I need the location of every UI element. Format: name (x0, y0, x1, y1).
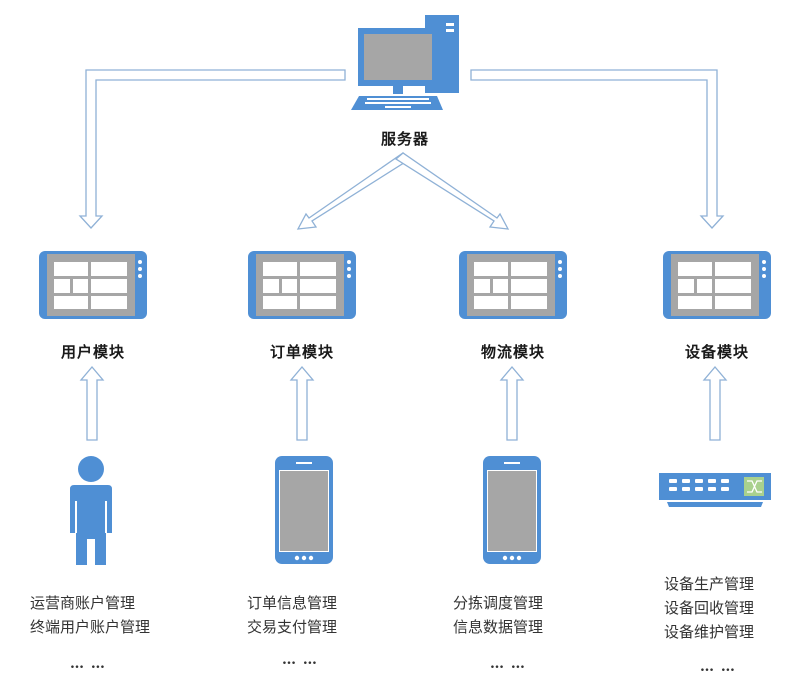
ellipsis-order: … … (282, 652, 318, 668)
server-node (345, 12, 465, 117)
user-source (62, 453, 122, 568)
network-switch-icon (659, 473, 771, 507)
tablet-icon (459, 251, 567, 319)
function-item: 交易支付管理 (247, 618, 338, 636)
desktop-computer-icon (351, 15, 459, 110)
module-label-device: 设备模块 (684, 343, 749, 361)
module-label-user: 用户模块 (60, 343, 125, 361)
function-item: 订单信息管理 (247, 594, 338, 612)
server-label: 服务器 (380, 130, 429, 148)
ellipsis-device: … … (700, 659, 736, 675)
arrow-phone-to-order-module (289, 365, 315, 441)
order-source (274, 455, 334, 565)
module-order (247, 250, 357, 320)
module-logistics (458, 250, 568, 320)
module-device (662, 250, 772, 320)
ellipsis-logistics: … … (490, 656, 526, 672)
function-item: 分拣调度管理 (453, 594, 544, 612)
module-label-logistics: 物流模块 (480, 343, 545, 361)
tablet-icon (39, 251, 147, 319)
function-item: 设备生产管理 (664, 575, 755, 593)
arrow-server-to-device-module (470, 69, 725, 229)
function-list-user: 运营商账户管理 终端用户账户管理 (30, 591, 150, 639)
arrow-server-to-logistics-module (394, 152, 510, 230)
logistics-source (482, 455, 542, 565)
ellipsis-user: … … (70, 656, 106, 672)
function-item: 运营商账户管理 (30, 594, 136, 612)
arrow-server-to-order-module (296, 152, 412, 230)
smartphone-icon (483, 456, 541, 564)
function-list-order: 订单信息管理 交易支付管理 (247, 591, 337, 639)
function-item: 信息数据管理 (453, 618, 544, 636)
device-source (658, 470, 773, 510)
tablet-icon (663, 251, 771, 319)
function-list-device: 设备生产管理 设备回收管理 设备维护管理 (664, 572, 754, 644)
function-item: 设备回收管理 (664, 599, 755, 617)
tablet-icon (248, 251, 356, 319)
arrow-phone-to-logistics-module (499, 365, 525, 441)
function-list-logistics: 分拣调度管理 信息数据管理 (453, 591, 543, 639)
smartphone-icon (275, 456, 333, 564)
module-label-order: 订单模块 (269, 343, 334, 361)
module-user (38, 250, 148, 320)
function-item: 终端用户账户管理 (30, 618, 151, 636)
arrow-user-to-user-module (79, 365, 105, 441)
arrow-server-to-user-module (78, 69, 346, 229)
person-icon (70, 456, 112, 565)
arrow-switch-to-device-module (702, 365, 728, 441)
function-item: 设备维护管理 (664, 623, 755, 641)
